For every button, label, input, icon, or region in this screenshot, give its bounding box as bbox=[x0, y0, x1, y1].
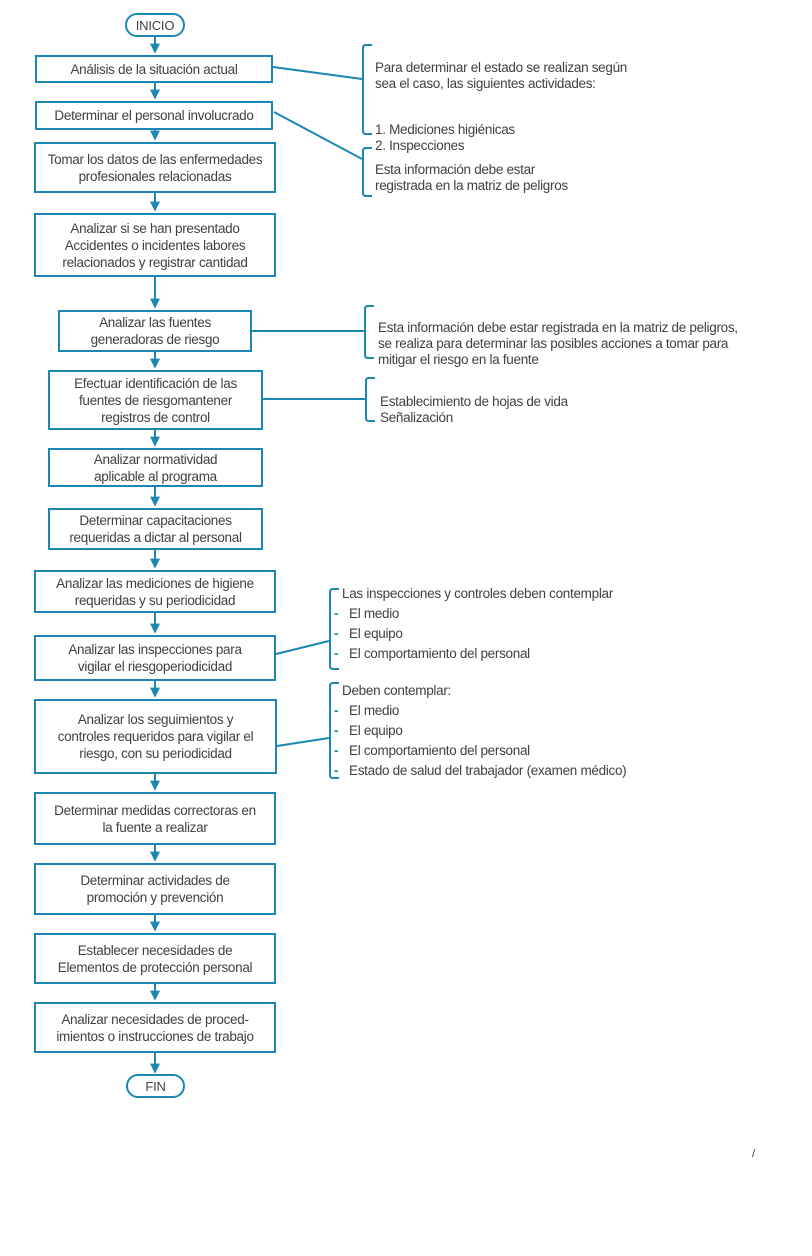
bullet-item: -Estado de salud del trabajador (examen … bbox=[334, 761, 774, 781]
end-label: FIN bbox=[145, 1078, 166, 1094]
flow-step-inspecciones: Analizar las inspecciones para vigilar e… bbox=[34, 635, 276, 681]
bullet-item: -El comportamiento del personal bbox=[334, 644, 734, 664]
flow-step-seguimientos-controles: Analizar los seguimientos y controles re… bbox=[34, 699, 277, 774]
flow-step-datos-enfermedades: Tomar los datos de las enfermedades prof… bbox=[34, 142, 276, 193]
bullet-text: El equipo bbox=[349, 723, 403, 738]
bullet-item: -El medio bbox=[334, 701, 774, 721]
step-label: Analizar las inspecciones para vigilar e… bbox=[68, 642, 242, 674]
annotation-inspecciones-contemplar: Las inspecciones y controles deben conte… bbox=[334, 584, 734, 664]
annotation-numbered-list: 1. Mediciones higiénicas 2. Inspecciones bbox=[375, 122, 515, 153]
step-label: Tomar los datos de las enfermedades prof… bbox=[47, 151, 263, 184]
step-label: Determinar medidas correctoras en la fue… bbox=[54, 802, 256, 835]
stray-slash-mark: / bbox=[752, 1148, 756, 1160]
step-label: Establecer necesidades de Elementos de p… bbox=[57, 942, 253, 975]
flow-step-personal-involucrado: Determinar el personal involucrado bbox=[35, 101, 273, 130]
start-terminator: INICIO bbox=[125, 13, 185, 37]
step-label: Analizar las mediciones de higiene reque… bbox=[56, 575, 254, 608]
bullet-text: El comportamiento del personal bbox=[349, 743, 530, 758]
annotation-matriz-peligros-acciones: Esta información debe estar registrada e… bbox=[378, 304, 798, 384]
annotation-header: Deben contemplar: bbox=[342, 683, 451, 698]
bullet-dash: - bbox=[334, 723, 339, 738]
bullet-text: Estado de salud del trabajador (examen m… bbox=[349, 763, 627, 778]
step-label: Analizar necesidades de proced- imientos… bbox=[56, 1011, 254, 1044]
step-label: Determinar actividades de promoción y pr… bbox=[80, 873, 230, 905]
annotation-text: Esta información debe estar registrada e… bbox=[375, 162, 568, 193]
flow-step-proteccion-personal: Establecer necesidades de Elementos de p… bbox=[34, 933, 276, 984]
start-label: INICIO bbox=[135, 17, 175, 33]
flow-step-accidentes-incidentes: Analizar si se han presentado Accidentes… bbox=[34, 213, 276, 277]
annotation-text: Esta información debe estar registrada e… bbox=[378, 320, 738, 367]
annotation-text: Para determinar el estado se realizan se… bbox=[375, 60, 628, 91]
bullet-dash: - bbox=[334, 626, 339, 641]
step-label: Efectuar identificación de las fuentes d… bbox=[74, 375, 237, 425]
step-label: Determinar capacitaciones requeridas a d… bbox=[69, 513, 242, 545]
bullet-dash: - bbox=[334, 606, 339, 621]
flow-step-fuentes-riesgo: Analizar las fuentes generadoras de ries… bbox=[58, 310, 252, 352]
flow-step-analisis-situacion: Análisis de la situación actual bbox=[35, 55, 273, 83]
flow-step-capacitaciones: Determinar capacitaciones requeridas a d… bbox=[48, 508, 263, 550]
bullet-item: -El comportamiento del personal bbox=[334, 741, 774, 761]
bullet-dash: - bbox=[334, 763, 339, 778]
annotation-matriz-peligros: Esta información debe estar registrada e… bbox=[375, 146, 655, 210]
bullet-item: -El equipo bbox=[334, 721, 774, 741]
flow-step-mediciones-higiene: Analizar las mediciones de higiene reque… bbox=[34, 570, 276, 613]
end-terminator: FIN bbox=[126, 1074, 185, 1098]
bullet-item: -El equipo bbox=[334, 624, 734, 644]
annotation-text: Establecimiento de hojas de vida Señaliz… bbox=[380, 394, 568, 425]
bullet-dash: - bbox=[334, 743, 339, 758]
bullet-dash: - bbox=[334, 646, 339, 661]
annotation-brackets bbox=[329, 44, 375, 779]
annotation-header: Las inspecciones y controles deben conte… bbox=[342, 586, 613, 601]
step-label: Análisis de la situación actual bbox=[70, 61, 238, 77]
bullet-item: -El medio bbox=[334, 604, 734, 624]
annotation-estado-actividades: Para determinar el estado se realizan se… bbox=[375, 44, 675, 170]
flow-step-procedimientos: Analizar necesidades de proced- imientos… bbox=[34, 1002, 276, 1053]
flow-step-identificacion-fuentes: Efectuar identificación de las fuentes d… bbox=[48, 370, 263, 430]
step-label: Analizar si se han presentado Accidentes… bbox=[62, 220, 248, 270]
bullet-text: El equipo bbox=[349, 626, 403, 641]
bullet-text: El medio bbox=[349, 606, 400, 621]
flow-step-promocion-prevencion: Determinar actividades de promoción y pr… bbox=[34, 863, 276, 915]
flow-step-medidas-correctoras: Determinar medidas correctoras en la fue… bbox=[34, 792, 276, 845]
annotation-deben-contemplar: Deben contemplar: -El medio -El equipo -… bbox=[334, 681, 774, 781]
bullet-dash: - bbox=[334, 703, 339, 718]
flow-step-normatividad: Analizar normatividad aplicable al progr… bbox=[48, 448, 263, 487]
step-label: Analizar los seguimientos y controles re… bbox=[57, 712, 254, 761]
bullet-text: El comportamiento del personal bbox=[349, 646, 530, 661]
step-label: Analizar normatividad aplicable al progr… bbox=[93, 451, 218, 484]
step-label: Determinar el personal involucrado bbox=[54, 108, 254, 123]
step-label: Analizar las fuentes generadoras de ries… bbox=[90, 315, 220, 347]
bullet-text: El medio bbox=[349, 703, 400, 718]
annotation-hojas-vida: Establecimiento de hojas de vida Señaliz… bbox=[380, 378, 680, 442]
